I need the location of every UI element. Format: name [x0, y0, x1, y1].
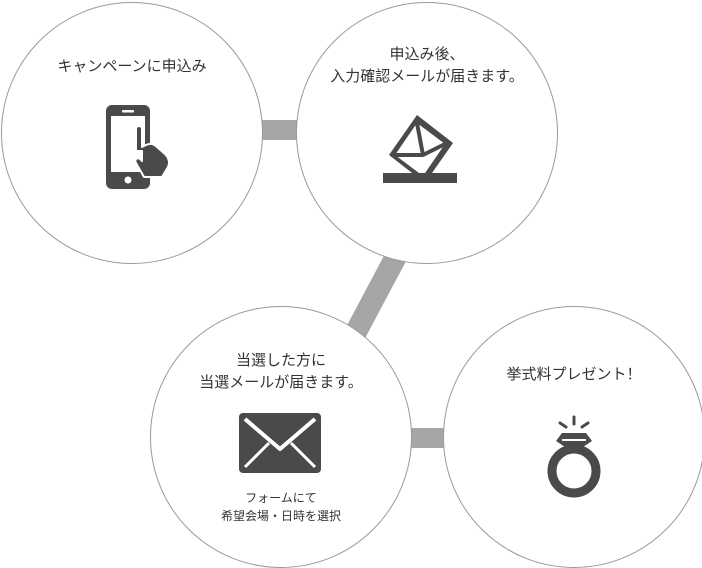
step-confirmation: 申込み後、 入力確認メールが届きます。	[296, 2, 558, 264]
step-winner-note-line1: フォームにて	[245, 491, 317, 505]
step-confirmation-title-line2: 入力確認メールが届きます。	[330, 67, 524, 85]
step-winner-note-line2: 希望会場・日時を選択	[220, 509, 341, 523]
smartphone-tap-icon	[102, 103, 174, 195]
open-envelope-icon	[381, 107, 461, 191]
step-apply: キャンペーンに申込み	[1, 2, 263, 264]
step-winner-title: 当選した方に 当選メールが届きます。	[151, 349, 411, 393]
step-winner-note: フォームにて 希望会場・日時を選択	[151, 489, 411, 525]
closed-envelope-icon	[237, 411, 323, 479]
step-apply-title: キャンペーンに申込み	[57, 57, 207, 75]
connector-step3-step4	[407, 428, 445, 448]
step-gift-title: 挙式料プレゼント！	[506, 365, 642, 383]
connector-step1-step2	[256, 120, 302, 140]
step-winner-title-line2: 当選メールが届きます。	[199, 373, 363, 391]
diamond-ring-icon	[542, 409, 606, 503]
step-confirmation-title: 申込み後、 入力確認メールが届きます。	[297, 43, 557, 87]
step-confirmation-title-line1: 申込み後、	[389, 45, 465, 63]
step-gift: 挙式料プレゼント！	[443, 306, 702, 568]
step-winner-title-line1: 当選した方に	[235, 351, 326, 369]
step-winner: 当選した方に 当選メールが届きます。 フォームにて 希望会場・日時を選択	[150, 306, 412, 568]
